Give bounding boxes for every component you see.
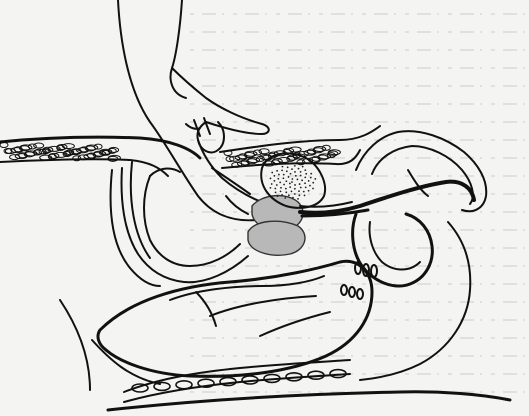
table-surface [108, 392, 510, 410]
sacrum-curve [111, 162, 160, 286]
uterus-shaded [248, 196, 305, 256]
thigh-and-leg [98, 261, 372, 376]
pubic-symphysis [300, 131, 486, 213]
perineum-outline [353, 214, 433, 286]
abdominal-wall [0, 126, 380, 176]
small-ovals-lower [341, 285, 363, 299]
examining-hand [118, 0, 292, 220]
bleed-through-text [190, 14, 525, 392]
bladder-dot-pattern [270, 165, 317, 200]
